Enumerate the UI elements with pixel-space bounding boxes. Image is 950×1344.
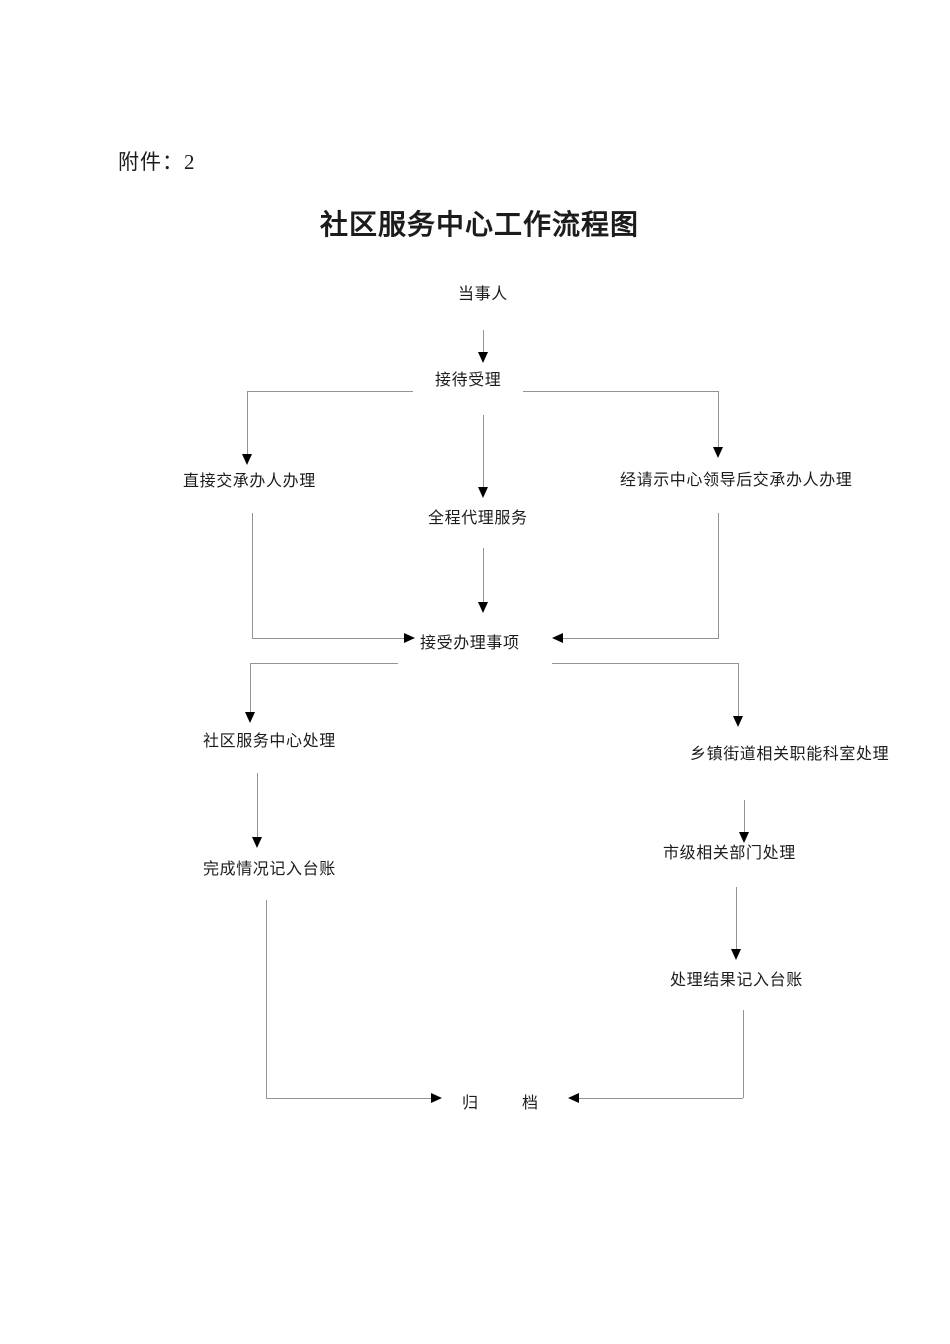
connector-direct-assign-drop — [252, 513, 253, 639]
arrowhead-down-community-center — [245, 712, 255, 723]
connector-township-city — [744, 800, 745, 832]
arrowhead-down-city-dept — [739, 832, 749, 843]
arrowhead-right-accept-items — [404, 633, 415, 643]
connector-community-completion — [257, 773, 258, 837]
flow-node-community-center: 社区服务中心处理 — [203, 733, 336, 750]
connector-result-archive-run — [579, 1098, 743, 1099]
connector-accept-township-drop — [738, 663, 739, 716]
arrowhead-down-accept-items — [478, 602, 488, 613]
arrowhead-down-direct-assign — [242, 454, 252, 465]
connector-accept-township-run — [552, 663, 738, 664]
connector-client-reception — [483, 330, 484, 352]
flow-node-client: 当事人 — [458, 286, 508, 303]
arrowhead-down-result-ledger — [731, 949, 741, 960]
connector-completion-archive-run — [266, 1098, 431, 1099]
connector-city-result — [736, 887, 737, 949]
arrowhead-down-completion-ledger — [252, 837, 262, 848]
connector-direct-assign-run — [252, 638, 404, 639]
connector-leader-approval-drop — [718, 513, 719, 639]
connector-to-direct-assign — [247, 391, 248, 454]
connector-to-leader-approval — [718, 391, 719, 447]
arrowhead-left-accept-items — [552, 633, 563, 643]
page-title: 社区服务中心工作流程图 — [320, 210, 640, 241]
flow-node-accept-items: 接受办理事项 — [420, 635, 520, 652]
connector-result-archive-drop — [743, 1010, 744, 1098]
connector-reception-left — [247, 391, 413, 392]
archive-label-right: 档 — [521, 1095, 538, 1112]
flow-node-city-dept: 市级相关部门处理 — [663, 845, 796, 862]
arrowhead-left-archive — [568, 1093, 579, 1103]
flow-node-completion-ledger: 完成情况记入台账 — [203, 861, 336, 878]
arrowhead-right-archive — [431, 1093, 442, 1103]
arrowhead-down-township-dept — [733, 716, 743, 727]
connector-to-full-agency — [483, 415, 484, 487]
arrowhead-down-reception — [478, 352, 488, 363]
connector-reception-right — [523, 391, 718, 392]
flow-node-reception: 接待受理 — [435, 372, 502, 389]
attachment-label: 附件：2 — [118, 150, 196, 174]
flow-node-township-dept: 乡镇街道相关职能科室处理 — [690, 746, 890, 763]
archive-label-left: 归 — [462, 1095, 479, 1112]
flow-node-full-agency: 全程代理服务 — [428, 510, 528, 527]
connector-full-agency-accept — [483, 548, 484, 602]
flow-node-direct-assign: 直接交承办人办理 — [183, 473, 316, 490]
connector-leader-approval-run — [563, 638, 718, 639]
connector-completion-archive-drop — [266, 900, 267, 1098]
flow-node-result-ledger: 处理结果记入台账 — [670, 972, 803, 989]
connector-accept-community-drop — [250, 663, 251, 712]
flow-node-archive: 归 档 — [462, 1095, 538, 1112]
flow-node-leader-approval: 经请示中心领导后交承办人办理 — [620, 472, 853, 489]
arrowhead-down-leader-approval — [713, 447, 723, 458]
arrowhead-down-full-agency — [478, 487, 488, 498]
connector-accept-community-run — [250, 663, 398, 664]
